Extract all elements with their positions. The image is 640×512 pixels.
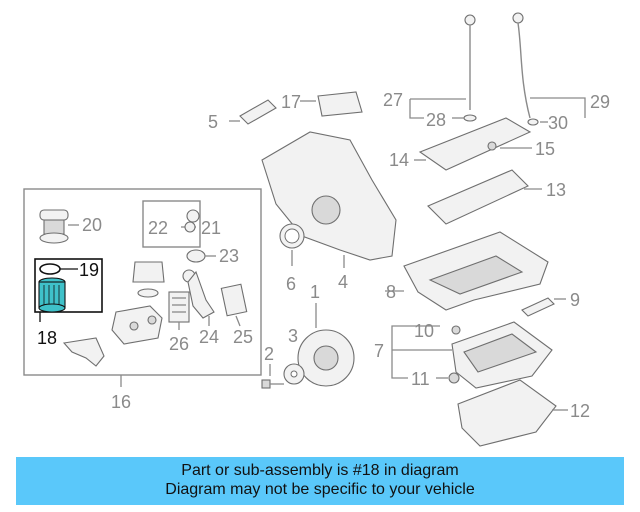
callout-1[interactable]: 1: [310, 282, 320, 302]
part-2-bolt[interactable]: [261, 364, 284, 389]
callout-27[interactable]: 27: [383, 90, 403, 110]
callout-4[interactable]: 4: [338, 272, 348, 292]
callout-5[interactable]: 5: [208, 112, 218, 132]
part-9-sealant[interactable]: [521, 297, 566, 317]
part-29-guide-tube[interactable]: [512, 12, 539, 126]
part-5-sealant[interactable]: [229, 99, 277, 125]
callout-19[interactable]: 19: [79, 260, 99, 280]
part-17-gasket-kit[interactable]: [300, 91, 363, 117]
callout-15[interactable]: 15: [535, 139, 555, 159]
part-15-bolt[interactable]: [487, 141, 532, 151]
callout-14[interactable]: 14: [389, 150, 409, 170]
callout-24[interactable]: 24: [199, 327, 219, 347]
callout-17[interactable]: 17: [281, 92, 301, 112]
part-23-seal[interactable]: [186, 249, 216, 263]
part-18-oil-filter[interactable]: [38, 277, 66, 313]
part-4-timing-cover[interactable]: [261, 131, 397, 268]
subassembly-box-21: [142, 200, 201, 248]
callout-3[interactable]: 3: [288, 326, 298, 346]
leader-7c: [391, 350, 408, 379]
part-24-pipe[interactable]: [182, 269, 215, 326]
callout-21[interactable]: 21: [201, 218, 221, 238]
leader-29: [530, 97, 586, 118]
part-10-bolt[interactable]: [451, 325, 461, 335]
callout-12[interactable]: 12: [570, 401, 590, 421]
callout-10[interactable]: 10: [414, 321, 434, 341]
leader-7: [391, 325, 440, 350]
part-8-upper-oil-pan[interactable]: [385, 231, 549, 311]
callout-13[interactable]: 13: [546, 180, 566, 200]
callout-20[interactable]: 20: [82, 215, 102, 235]
part-19-o-ring[interactable]: [39, 263, 78, 275]
info-banner: Part or sub-assembly is #18 in diagram D…: [16, 457, 624, 505]
part-12-oil-pan-gasket[interactable]: [457, 379, 568, 447]
callout-6[interactable]: 6: [286, 274, 296, 294]
callout-8[interactable]: 8: [386, 282, 396, 302]
callout-11[interactable]: 11: [411, 369, 430, 389]
oil-filter-housing: [62, 261, 165, 367]
part-14-valve-cover[interactable]: [414, 117, 532, 171]
callout-30[interactable]: 30: [548, 113, 568, 133]
banner-line-2: Diagram may not be specific to your vehi…: [165, 481, 475, 498]
part-21-plug[interactable]: [181, 209, 200, 233]
part-11-drain-plug[interactable]: [436, 372, 460, 384]
callout-29[interactable]: 29: [590, 92, 610, 112]
part-7-lower-oil-pan[interactable]: [451, 321, 553, 389]
part-6-seal[interactable]: [279, 223, 305, 266]
banner-line-1: Part or sub-assembly is #18 in diagram: [181, 462, 459, 479]
highlight-box-18: [34, 258, 103, 313]
part-25-gasket[interactable]: [220, 283, 248, 327]
subassembly-box-16: [23, 188, 262, 376]
part-20-filter-cap[interactable]: [39, 209, 79, 244]
callout-28[interactable]: 28: [426, 110, 446, 130]
part-27-dipstick[interactable]: [463, 14, 477, 122]
callout-25[interactable]: 25: [233, 327, 253, 347]
leader-28: [409, 99, 424, 119]
callout-2[interactable]: 2: [264, 344, 274, 364]
callout-9[interactable]: 9: [570, 290, 580, 310]
parts-diagram: 20 22 21 23 24 25 26: [23, 12, 610, 447]
part-3-washer[interactable]: [283, 363, 305, 385]
callout-18[interactable]: 18: [37, 328, 57, 348]
callout-23[interactable]: 23: [219, 246, 239, 266]
callout-26[interactable]: 26: [169, 334, 189, 354]
part-13-valve-cover[interactable]: [427, 169, 542, 225]
callout-16[interactable]: 16: [111, 392, 131, 412]
part-1-flywheel[interactable]: [297, 303, 355, 387]
part-26-gasket-plate[interactable]: [168, 291, 190, 330]
callout-7[interactable]: 7: [374, 341, 384, 361]
callout-22[interactable]: 22: [148, 218, 168, 238]
